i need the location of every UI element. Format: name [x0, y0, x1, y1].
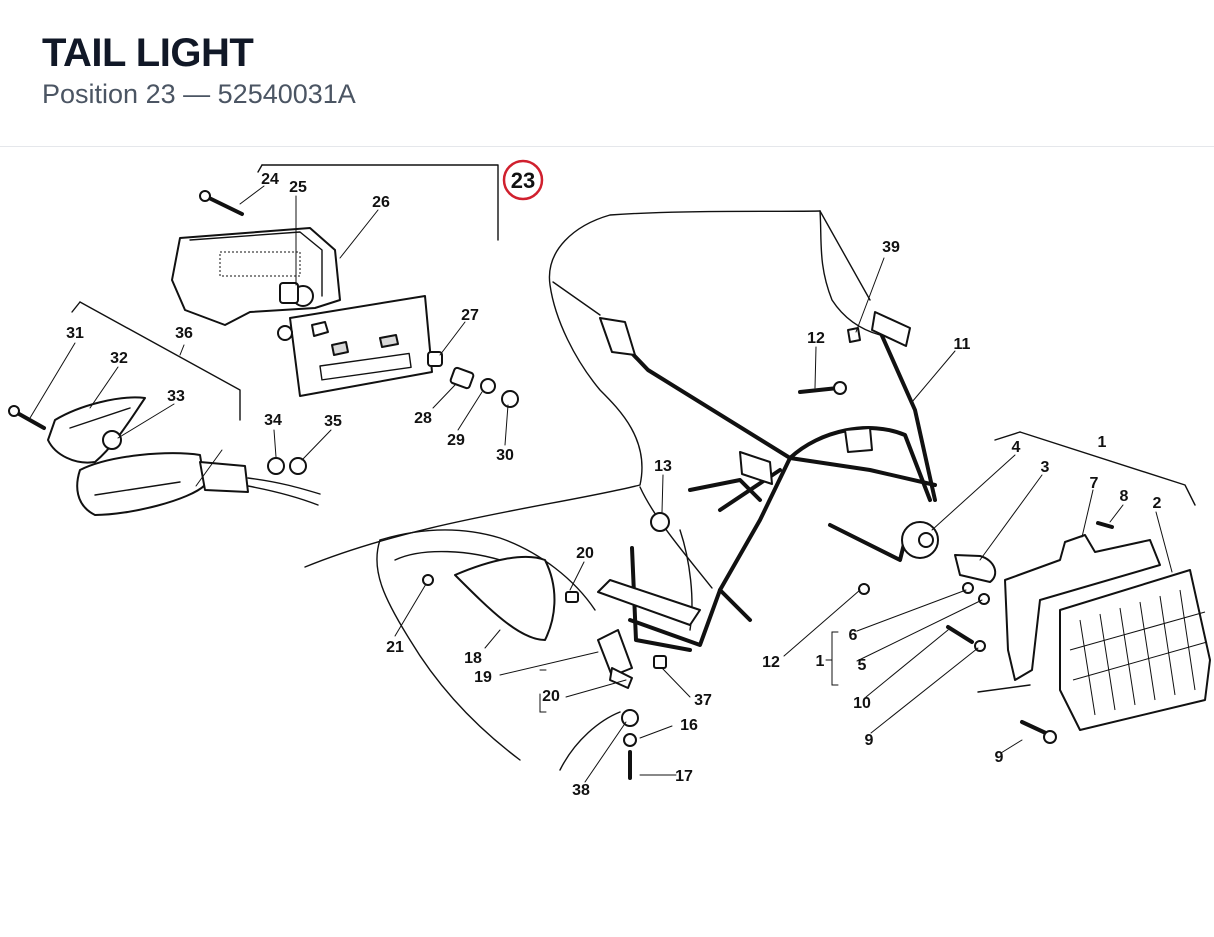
callout-18[interactable]: 18: [464, 650, 482, 667]
callout-35[interactable]: 35: [324, 413, 342, 430]
callout-1-group[interactable]: 1: [816, 653, 825, 670]
headlight-rim: [1004, 534, 1161, 681]
page-header: TAIL LIGHT Position 23 — 52540031A: [0, 0, 1214, 147]
callout-labels: 23 24 25 26 27 28 29 30 31 32 33 36 34 3…: [66, 159, 1162, 799]
callout-2[interactable]: 2: [1153, 495, 1162, 512]
callout-26[interactable]: 26: [372, 194, 390, 211]
turn-signal-lens: [47, 396, 146, 464]
callout-8[interactable]: 8: [1120, 488, 1129, 505]
subtitle-separator: —: [183, 79, 211, 109]
tail-light-plate: [289, 295, 433, 397]
callout-11[interactable]: 10: [853, 695, 871, 712]
callout-39[interactable]: 39: [882, 239, 900, 256]
callout-28[interactable]: 28: [414, 410, 432, 427]
callout-25[interactable]: 25: [289, 179, 307, 196]
position-number: 23: [145, 79, 176, 109]
headlight-assembly: [858, 431, 1211, 744]
callout-14[interactable]: 12: [807, 330, 825, 347]
headlight-lens: [1059, 569, 1211, 731]
callout-10[interactable]: 9: [865, 732, 874, 749]
callout-24[interactable]: 24: [261, 171, 279, 188]
turn-signal-assembly: [8, 301, 321, 516]
callout-23[interactable]: 23: [511, 168, 535, 193]
exploded-parts-diagram: 23 24 25 26 27 28 29 30 31 32 33 36 34 3…: [0, 147, 1214, 937]
cover-panel: [454, 555, 556, 641]
callout-38[interactable]: 38: [572, 782, 590, 799]
centre-components: [422, 555, 667, 780]
callout-13[interactable]: 11: [954, 336, 971, 353]
callout-31[interactable]: 31: [66, 325, 84, 342]
callout-16[interactable]: 16: [680, 717, 698, 734]
callout-5[interactable]: 5: [858, 657, 867, 674]
callout-17[interactable]: 17: [675, 768, 693, 785]
callout-36[interactable]: 36: [175, 325, 193, 342]
callout-3[interactable]: 3: [1041, 459, 1050, 476]
fairing-outline: [304, 210, 881, 771]
callout-6[interactable]: 6: [849, 627, 858, 644]
diagram-canvas: 23 24 25 26 27 28 29 30 31 32 33 36 34 3…: [8, 159, 1211, 799]
position-label: Position: [42, 79, 139, 109]
callout-19[interactable]: 19: [474, 669, 492, 686]
callout-22[interactable]: 21: [386, 639, 404, 656]
callout-4[interactable]: 4: [1012, 439, 1021, 456]
callout-37[interactable]: 37: [694, 692, 712, 709]
callout-27[interactable]: 27: [461, 307, 479, 324]
highlight-circle[interactable]: [502, 159, 544, 201]
callout-32[interactable]: 32: [110, 350, 128, 367]
callout-15[interactable]: 13: [654, 458, 672, 475]
part-number: 52540031A: [217, 79, 356, 109]
callout-21[interactable]: 20: [576, 545, 594, 562]
callout-30[interactable]: 30: [496, 447, 514, 464]
tail-light-assembly: [171, 164, 519, 408]
callout-9[interactable]: 9: [995, 749, 1004, 766]
page-subtitle: Position 23 — 52540031A: [42, 78, 356, 110]
callout-33[interactable]: 33: [167, 388, 185, 405]
callout-29[interactable]: 29: [447, 432, 465, 449]
callout-7[interactable]: 7: [1090, 475, 1099, 492]
leader-lines: [29, 185, 1173, 783]
grommet: [650, 512, 670, 532]
callout-20[interactable]: 20: [542, 688, 560, 705]
turn-signal-housing: [76, 452, 206, 516]
front-subframe: [597, 311, 937, 652]
callout-34[interactable]: 34: [264, 412, 282, 429]
callout-12[interactable]: 12: [762, 654, 780, 671]
page-title: TAIL LIGHT: [42, 31, 254, 75]
callout-1-top[interactable]: 1: [1098, 434, 1107, 451]
